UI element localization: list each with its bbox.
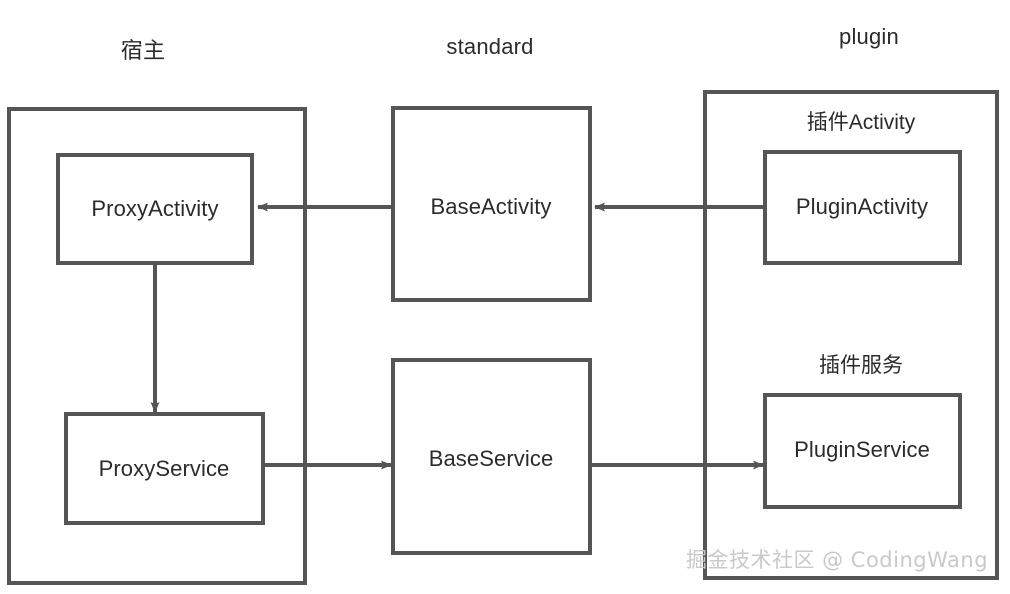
column-title-plugin: plugin bbox=[839, 24, 899, 49]
node-label-plugin-service[interactable]: PluginService bbox=[794, 437, 930, 462]
node-box-base-activity[interactable] bbox=[391, 106, 592, 302]
container-plugin bbox=[703, 90, 999, 580]
node-box-proxy-activity[interactable] bbox=[56, 153, 254, 265]
group-label-plugin-service: 插件服务 bbox=[819, 354, 903, 377]
group-label-plugin-activity: 插件Activity bbox=[806, 111, 916, 134]
node-label-proxy-service[interactable]: ProxyService bbox=[98, 456, 230, 481]
column-title-standard: standard bbox=[446, 34, 534, 59]
node-label-plugin-activity[interactable]: PluginActivity bbox=[795, 194, 929, 219]
node-label-base-activity[interactable]: BaseActivity bbox=[430, 194, 552, 219]
column-title-host: 宿主 bbox=[120, 38, 166, 63]
node-box-plugin-service[interactable] bbox=[763, 393, 962, 509]
node-box-base-service[interactable] bbox=[391, 358, 592, 555]
node-box-proxy-service[interactable] bbox=[64, 412, 265, 525]
node-label-proxy-activity[interactable]: ProxyActivity bbox=[91, 196, 219, 221]
container-host bbox=[7, 107, 307, 585]
watermark-text: 掘金技术社区 @ CodingWang bbox=[685, 548, 989, 572]
node-label-base-service[interactable]: BaseService bbox=[428, 446, 554, 471]
